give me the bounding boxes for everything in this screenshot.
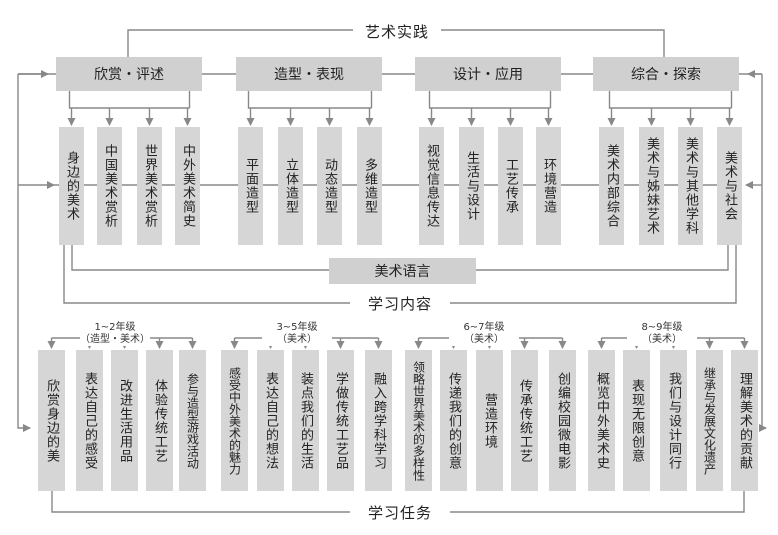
connector-line <box>450 491 745 513</box>
content-item: 中外美术简史 <box>175 127 200 245</box>
task-item: 表现无限创意 <box>623 350 650 491</box>
content-item: 平面造型 <box>238 127 263 245</box>
content-item: 身边的美术 <box>59 127 84 245</box>
task-item: 理解美术的贡献 <box>731 350 758 491</box>
grade-label: 1~2年级（造型・美术） <box>80 322 150 346</box>
content-item: 世界美术赏析 <box>137 127 162 245</box>
content-item: 多维造型 <box>357 127 382 245</box>
tasks-title: 学习任务 <box>350 501 450 523</box>
content-item: 生活与设计 <box>459 127 484 245</box>
grade-scope: （美术） <box>642 334 682 345</box>
grade-scope: （美术） <box>277 334 317 345</box>
task-item: 装点我们的生活 <box>292 350 319 491</box>
category-box: 综合・探索 <box>593 57 739 91</box>
category-box: 设计・应用 <box>415 57 561 91</box>
grade-label: 8~9年级（美术） <box>627 322 697 346</box>
task-item: 改进生活用品 <box>111 350 138 491</box>
category-box: 造型・表现 <box>236 57 382 91</box>
task-item: 营造环境 <box>476 350 503 491</box>
task-item: 创编校园微电影 <box>549 350 576 491</box>
content-item: 美术与其他学科 <box>678 127 703 245</box>
content-item: 美术与姊妹艺术 <box>639 127 664 245</box>
content-item: 立体造型 <box>278 127 303 245</box>
connector-line <box>68 91 190 109</box>
grade-range: 6~7年级 <box>463 322 505 333</box>
task-item: 表达自己的感受 <box>76 350 103 491</box>
connector-line <box>759 74 767 432</box>
connector-line <box>63 245 350 304</box>
grade-scope: （美术） <box>464 334 504 345</box>
content-item: 视觉信息传达 <box>419 127 444 245</box>
content-item: 环境营造 <box>536 127 561 245</box>
content-item: 中国美术赏析 <box>97 127 122 245</box>
content-title: 学习内容 <box>350 292 450 314</box>
top-title: 艺术实践 <box>353 20 441 42</box>
grade-range: 3~5年级 <box>276 322 318 333</box>
task-item: 融入跨学科学习 <box>365 350 392 491</box>
task-item: 领略世界美术的多样性 <box>405 350 432 491</box>
category-box: 欣赏・评述 <box>56 57 202 91</box>
grade-range: 8~9年级 <box>641 322 683 333</box>
connector-line <box>71 245 330 271</box>
task-item: 传承传统工艺 <box>511 350 538 491</box>
task-item: 表达自己的想法 <box>257 350 284 491</box>
task-item: 欣赏身边的美 <box>38 350 65 491</box>
task-item: 继承与发展文化遗产 <box>696 350 723 491</box>
content-item: 美术与社会 <box>717 127 742 245</box>
task-item: 体验传统工艺 <box>146 350 173 491</box>
connector-line <box>247 91 372 109</box>
connector-line <box>474 245 729 271</box>
task-item: 参与造型游戏活动 <box>179 350 206 491</box>
connector-line <box>608 91 732 109</box>
task-item: 感受中外美术的魅力 <box>221 350 248 491</box>
grade-range: 1~2年级 <box>94 322 136 333</box>
content-item: 工艺传承 <box>498 127 523 245</box>
connector-line <box>450 245 737 304</box>
task-item: 学做传统工艺品 <box>327 350 354 491</box>
grade-label: 6~7年级（美术） <box>449 322 519 346</box>
task-item: 传递我们的创意 <box>440 350 467 491</box>
connector-line <box>428 91 551 109</box>
grade-scope: （造型・美术） <box>80 334 150 345</box>
language-band: 美术语言 <box>329 258 476 284</box>
task-item: 我们与设计同行 <box>660 350 687 491</box>
task-item: 概览中外美术史 <box>588 350 615 491</box>
connector-line <box>51 491 350 513</box>
content-item: 美术内部综合 <box>599 127 624 245</box>
grade-label: 3~5年级（美术） <box>262 322 332 346</box>
content-item: 动态造型 <box>317 127 342 245</box>
connector-line <box>17 74 31 432</box>
